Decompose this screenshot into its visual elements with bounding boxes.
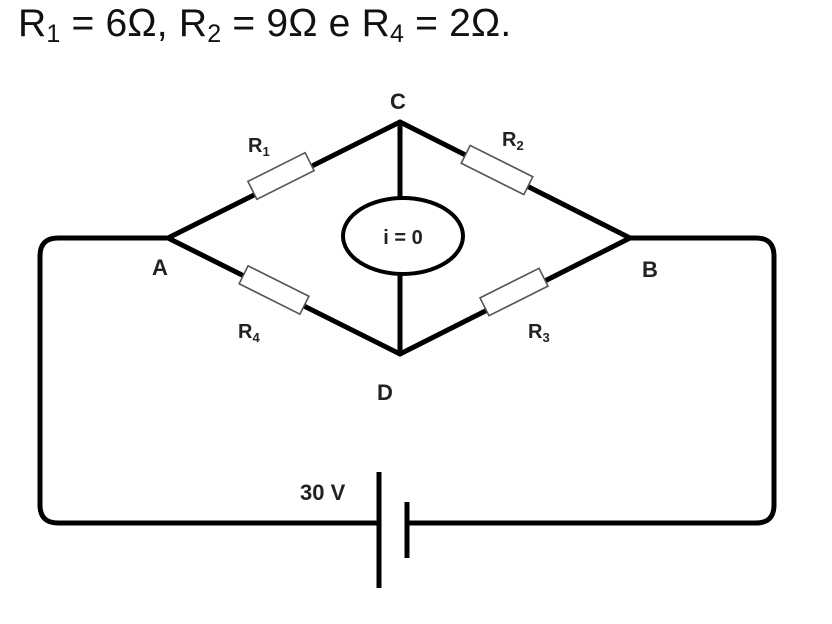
node-label-b: B bbox=[642, 257, 658, 282]
r2-symbol: R bbox=[178, 2, 208, 45]
r1-label-subscript: 1 bbox=[262, 144, 269, 159]
node-label-a: A bbox=[152, 255, 168, 280]
node-label-d: D bbox=[377, 380, 393, 405]
r4-label-subscript: 4 bbox=[252, 330, 260, 345]
r2-subscript: 2 bbox=[207, 20, 222, 48]
r3-label-symbol: R bbox=[528, 321, 543, 343]
r4-value: = 2Ω. bbox=[404, 2, 512, 45]
r1-subscript: 1 bbox=[46, 20, 61, 48]
r4-symbol: R bbox=[361, 2, 390, 45]
resistor-label-r2: R2 bbox=[502, 129, 524, 153]
r2-label-symbol: R bbox=[502, 129, 517, 151]
wire-outer-left bbox=[37, 235, 382, 526]
galvanometer bbox=[341, 196, 465, 276]
battery-voltage-label: 30 V bbox=[300, 480, 346, 505]
r4-subscript: 4 bbox=[389, 20, 405, 48]
galvanometer-label: i = 0 bbox=[383, 227, 422, 249]
node-label-c: C bbox=[390, 89, 406, 114]
r3-label-subscript: 3 bbox=[542, 330, 549, 345]
r4-label-symbol: R bbox=[238, 321, 253, 343]
resistor-label-r4: R4 bbox=[238, 321, 260, 345]
r1-label-symbol: R bbox=[248, 135, 263, 157]
problem-statement: R1 = 6Ω, R2 = 9Ω e R4 = 2Ω. bbox=[18, 2, 512, 48]
resistor-r4 bbox=[238, 264, 310, 316]
resistor-r1 bbox=[246, 151, 316, 201]
r1-value: = 6Ω, bbox=[60, 2, 179, 45]
r2-label-subscript: 2 bbox=[516, 138, 523, 153]
r2-value: = 9Ω e bbox=[221, 2, 362, 45]
resistor-label-r3: R3 bbox=[528, 321, 550, 345]
resistor-r2 bbox=[460, 144, 534, 196]
wire-outer-right bbox=[404, 235, 777, 526]
battery bbox=[376, 472, 410, 588]
resistor-r3 bbox=[478, 267, 550, 317]
r1-symbol: R bbox=[18, 2, 47, 45]
resistor-label-r1: R1 bbox=[248, 135, 270, 159]
